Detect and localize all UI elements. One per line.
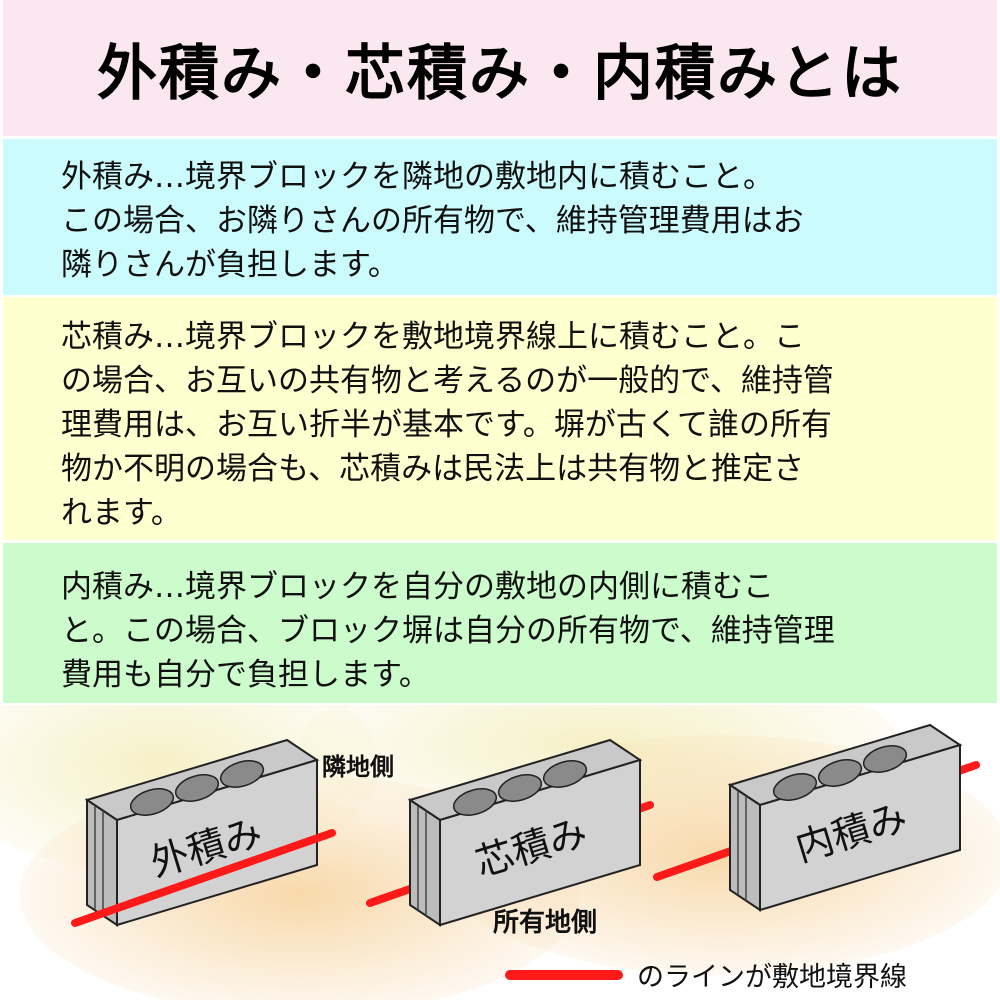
legend: のラインが敷地境界線 bbox=[505, 955, 907, 994]
neighbor-side-label: 隣地側 bbox=[322, 753, 394, 781]
section-line: この場合、お隣りさんの所有物で、維持管理費用はお bbox=[61, 203, 804, 239]
section-line: と。この場合、ブロック塀は自分の所有物で、維持管理 bbox=[61, 613, 835, 649]
section-line: 隣りさんが負担します。 bbox=[61, 247, 399, 283]
page-title: 外積み・芯積み・内積みとは bbox=[97, 38, 903, 109]
block-illustration: 外積み 芯積み 内積み 隣地側 所有地側 のラインが敷地境界線 bbox=[0, 705, 1000, 1000]
section-line: 理費用は、お互い折半が基本です。塀が古くて誰の所有 bbox=[61, 407, 832, 443]
section-sotozumi: 外積み…境界ブロックを隣地の敷地内に積むこと。 この場合、お隣りさんの所有物で、… bbox=[3, 139, 997, 295]
section-line: 外積み…境界ブロックを隣地の敷地内に積むこと。 bbox=[61, 159, 774, 195]
section-line: れます。 bbox=[61, 495, 182, 531]
section-shinzumi: 芯積み…境界ブロックを敷地境界線上に積むこと。こ の場合、お互いの共有物と考える… bbox=[3, 297, 997, 540]
title-banner: 外積み・芯積み・内積みとは bbox=[3, 0, 997, 136]
boundary-line-swatch bbox=[505, 969, 623, 980]
section-line: 内積み…境界ブロックを自分の敷地の内側に積むこ bbox=[61, 569, 774, 605]
section-line: 物か不明の場合も、芯積みは民法上は共有物と推定さ bbox=[61, 451, 805, 487]
legend-text: のラインが敷地境界線 bbox=[637, 962, 907, 993]
section-line: 芯積み…境界ブロックを敷地境界線上に積むこと。こ bbox=[61, 319, 805, 355]
section-line: 費用も自分で負担します。 bbox=[61, 657, 430, 693]
section-uchizumi: 内積み…境界ブロックを自分の敷地の内側に積むこ と。この場合、ブロック塀は自分の… bbox=[3, 543, 997, 703]
section-line: の場合、お互いの共有物と考えるのが一般的で、維持管 bbox=[61, 363, 834, 399]
illustration-graphic: 外積み 芯積み 内積み bbox=[0, 705, 1000, 1000]
own-side-label: 所有地側 bbox=[493, 908, 598, 938]
